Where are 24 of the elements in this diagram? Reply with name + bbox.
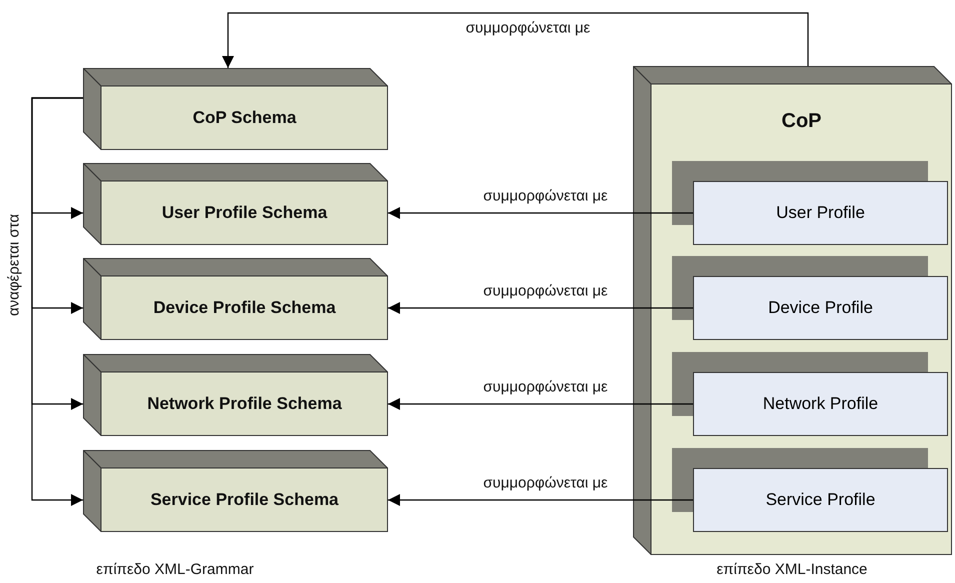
- edge-label: συμμορφώνεται με: [481, 476, 610, 490]
- node-label: Device Profile: [768, 297, 873, 320]
- node-label: Device Profile Schema: [153, 297, 336, 320]
- arrow: [388, 398, 693, 410]
- level-caption: επίπεδο XML-Instance: [716, 560, 868, 580]
- edge-label: συμμορφώνεται με: [481, 284, 610, 298]
- node-label: Network Profile: [762, 393, 878, 416]
- node-label: Network Profile Schema: [147, 393, 342, 416]
- node-label: User Profile Schema: [162, 202, 328, 224]
- node-label: Service Profile: [766, 489, 876, 512]
- node-label: CoP Schema: [192, 107, 296, 130]
- edge-label: συμμορφώνεται με: [481, 188, 610, 204]
- edge-label: συμμορφώνεται με: [464, 20, 592, 36]
- edge-label: συμμορφώνεται με: [481, 380, 610, 394]
- level-caption: επίπεδο XML-Grammar: [96, 560, 254, 580]
- arrow: [388, 494, 693, 506]
- arrow: [222, 12, 809, 68]
- arrow: [388, 302, 693, 314]
- arrow: [31, 97, 83, 506]
- node-label: Service Profile Schema: [150, 489, 339, 512]
- node-label: User Profile: [776, 202, 865, 224]
- vertical-label: αναφέρεται στα: [6, 214, 22, 316]
- node-label: CoP: [782, 109, 822, 134]
- arrow: [388, 207, 693, 219]
